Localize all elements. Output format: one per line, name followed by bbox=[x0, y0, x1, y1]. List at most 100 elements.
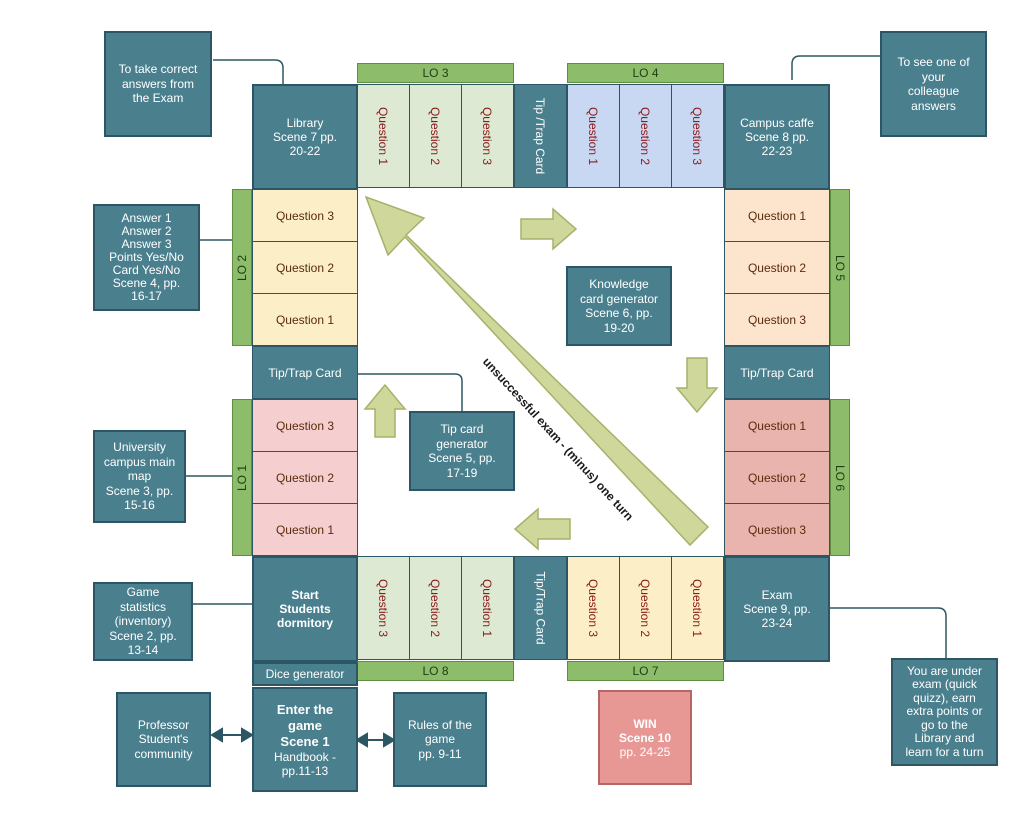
note-line: Scene 3, pp. bbox=[105, 483, 174, 498]
question-label: Question 3 bbox=[586, 578, 601, 638]
note-line: your bbox=[921, 69, 946, 84]
left-lo2-question-3[interactable]: Question 3 bbox=[252, 189, 358, 242]
question-label: Question 3 bbox=[690, 106, 705, 166]
question-label: Question 2 bbox=[638, 106, 653, 166]
right-lo6-question-3[interactable]: Question 3 bbox=[724, 503, 830, 556]
enter-pages: pp.11-13 bbox=[281, 763, 329, 778]
win-box[interactable]: WIN Scene 10 pp. 24-25 bbox=[598, 690, 692, 785]
start-line3: dormitory bbox=[276, 616, 333, 630]
bottom-lo8-question-3[interactable]: Question 3 bbox=[357, 556, 410, 660]
note-line: 13-14 bbox=[127, 643, 159, 658]
arrow-right-icon bbox=[520, 207, 578, 251]
note-line: map bbox=[127, 469, 152, 484]
bottom-lo7-question-1[interactable]: Question 1 bbox=[671, 556, 724, 660]
library-pages: 20-22 bbox=[289, 144, 321, 158]
top-lo4-question-2[interactable]: Question 2 bbox=[619, 84, 672, 188]
left-lo1-question-3[interactable]: Question 3 bbox=[252, 399, 358, 452]
top-lo3-question-3[interactable]: Question 3 bbox=[461, 84, 514, 188]
lo5-label: LO 5 bbox=[833, 254, 848, 281]
knowledge-scene: Scene 6, pp. bbox=[585, 306, 653, 320]
question-label: Question 1 bbox=[690, 578, 705, 638]
question-label: Question 3 bbox=[376, 578, 391, 638]
question-label: Question 3 bbox=[275, 418, 335, 433]
win-scene: Scene 10 bbox=[618, 730, 672, 745]
dice-label: Dice generator bbox=[265, 667, 345, 681]
professor-line3: community bbox=[134, 746, 193, 761]
connector-under-exam bbox=[830, 607, 947, 658]
top-tip-trap-card[interactable]: Tip /Trap Card bbox=[514, 84, 567, 188]
bottom-lo8-question-1[interactable]: Question 1 bbox=[461, 556, 514, 660]
right-lo6-question-2[interactable]: Question 2 bbox=[724, 451, 830, 504]
bottom-lo7-question-2[interactable]: Question 2 bbox=[619, 556, 672, 660]
tip-gen-line1: Tip card bbox=[440, 422, 484, 436]
left-lo2-question-2[interactable]: Question 2 bbox=[252, 241, 358, 294]
note-line: To take correct bbox=[118, 62, 198, 77]
rules-pages: pp. 9-11 bbox=[418, 746, 462, 761]
lo8-label: LO 8 bbox=[422, 664, 449, 678]
note-line: You are under bbox=[907, 663, 982, 678]
double-arrow-rules bbox=[355, 732, 396, 748]
top-lo4-question-3[interactable]: Question 3 bbox=[671, 84, 724, 188]
question-label: Question 1 bbox=[747, 208, 807, 223]
right-lo5-question-3[interactable]: Question 3 bbox=[724, 293, 830, 346]
bottom-lo7-question-3[interactable]: Question 3 bbox=[567, 556, 620, 660]
left-lo1-question-2[interactable]: Question 2 bbox=[252, 451, 358, 504]
right-lo5-question-2[interactable]: Question 2 bbox=[724, 241, 830, 294]
top-lo3-question-1[interactable]: Question 1 bbox=[357, 84, 410, 188]
note-line: colleague bbox=[907, 84, 960, 98]
bottom-lo8-question-2[interactable]: Question 2 bbox=[409, 556, 462, 660]
win-title: WIN bbox=[633, 716, 657, 731]
knowledge-line2: card generator bbox=[579, 291, 659, 306]
exam-pages: 23-24 bbox=[761, 616, 793, 630]
note-line: Game bbox=[126, 585, 160, 600]
lo6-label: LO 6 bbox=[833, 464, 848, 491]
diagonal-arrow-icon bbox=[364, 195, 710, 547]
note-line: Points Yes/No bbox=[109, 250, 184, 264]
note-line: (inventory) bbox=[114, 614, 172, 629]
question-label: Question 1 bbox=[586, 106, 601, 166]
knowledge-line1: Knowledge bbox=[589, 277, 649, 291]
top-lo3-question-2[interactable]: Question 2 bbox=[409, 84, 462, 188]
lo5-strip: LO 5 bbox=[830, 189, 850, 346]
right-lo5-question-1[interactable]: Question 1 bbox=[724, 189, 830, 242]
tip-trap-label: Tip/Trap Card bbox=[533, 571, 548, 645]
left-lo2-question-1[interactable]: Question 1 bbox=[252, 293, 358, 346]
top-lo4-question-1[interactable]: Question 1 bbox=[567, 84, 620, 188]
rules-line1: Rules of the bbox=[407, 717, 473, 732]
note-line: Answer 3 bbox=[121, 237, 172, 251]
enter-the-game[interactable]: Enter the game Scene 1 Handbook - pp.11-… bbox=[252, 687, 358, 792]
note-line: Card Yes/No bbox=[112, 263, 181, 277]
start-title: Start bbox=[291, 588, 319, 602]
right-lo6-question-1[interactable]: Question 1 bbox=[724, 399, 830, 452]
question-label: Question 1 bbox=[275, 522, 335, 537]
dice-generator[interactable]: Dice generator bbox=[252, 662, 358, 686]
connector-correct-answers bbox=[213, 59, 284, 84]
question-label: Question 1 bbox=[747, 418, 807, 433]
question-label: Question 3 bbox=[747, 312, 807, 327]
tip-gen-line2: generator bbox=[436, 436, 488, 451]
lo1-strip: LO 1 bbox=[232, 399, 252, 556]
enter-line2: game bbox=[288, 717, 322, 733]
question-label: Question 2 bbox=[275, 260, 335, 275]
bottom-tip-trap-card[interactable]: Tip/Trap Card bbox=[514, 556, 567, 660]
start-line2: Students bbox=[279, 602, 331, 616]
note-line: campus main bbox=[103, 454, 176, 469]
connector-colleague bbox=[791, 55, 880, 80]
left-lo1-question-1[interactable]: Question 1 bbox=[252, 503, 358, 556]
right-tip-trap-card[interactable]: Tip/Trap Card bbox=[724, 346, 830, 399]
left-tip-trap-card[interactable]: Tip/Trap Card bbox=[252, 346, 358, 399]
